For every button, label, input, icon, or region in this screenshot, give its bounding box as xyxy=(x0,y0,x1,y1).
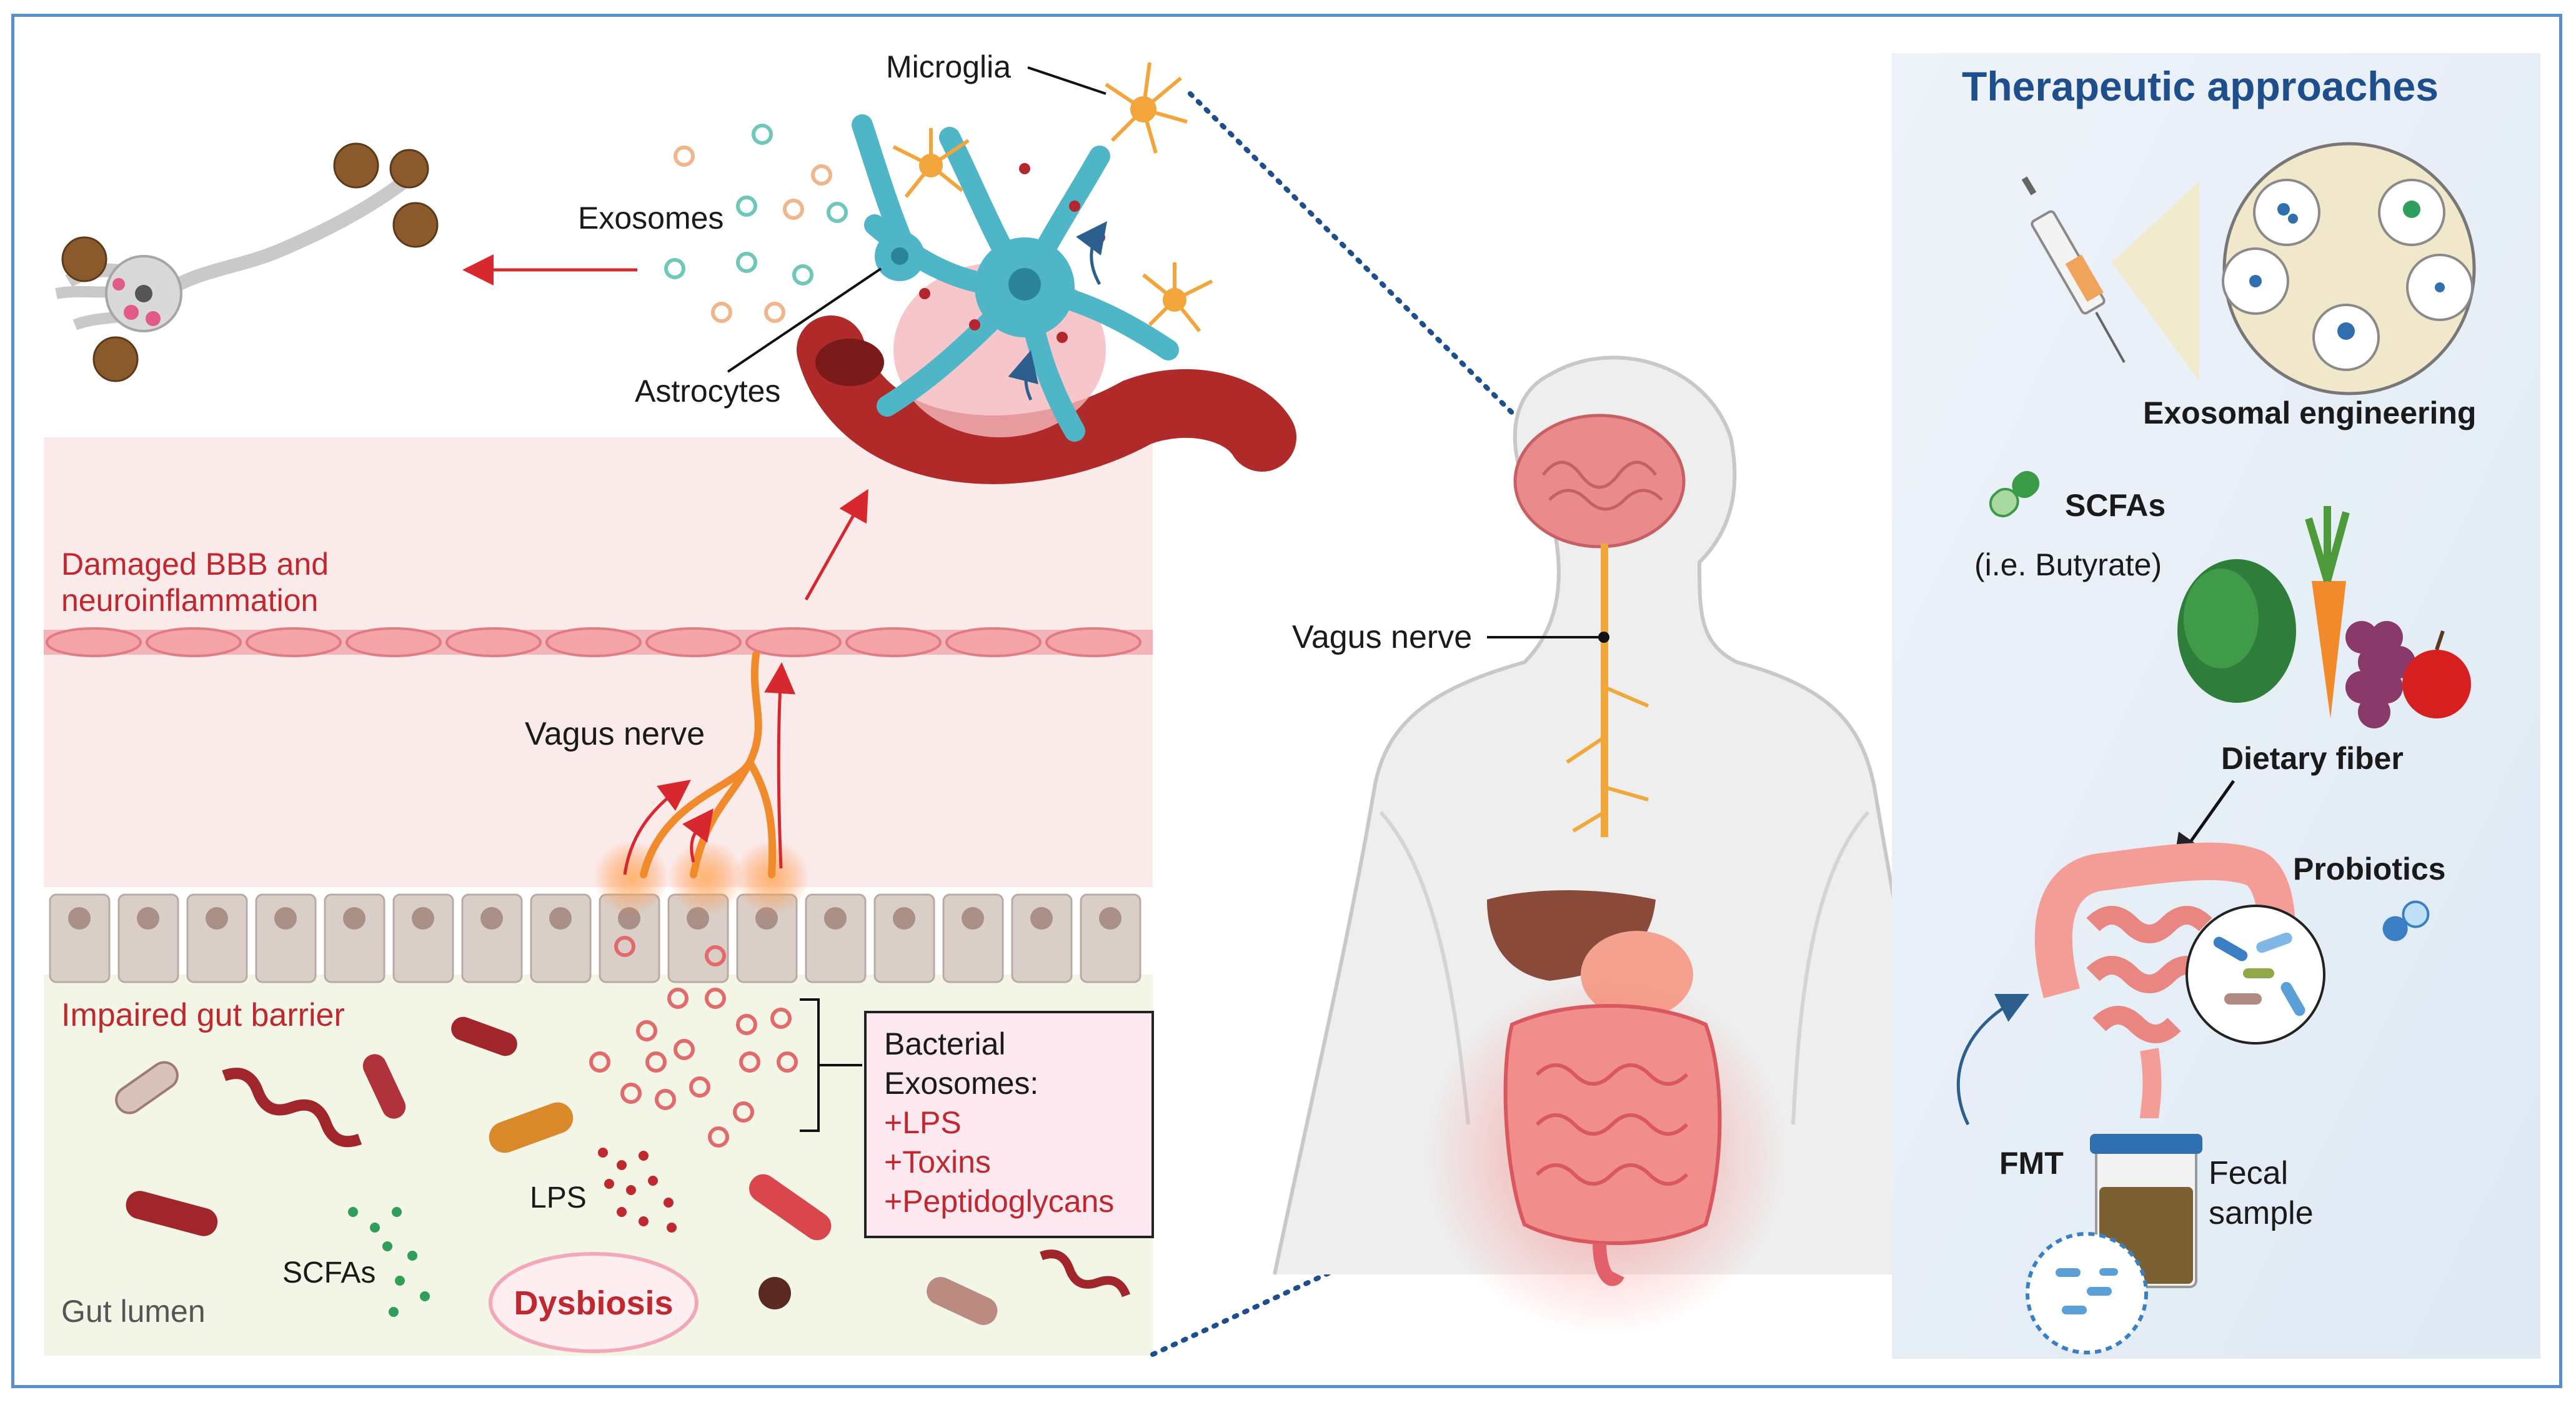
dysbiosis-badge xyxy=(489,1252,699,1353)
fecal-sample-label-2: sample xyxy=(2209,1195,2314,1231)
exosomes-label: Exosomes xyxy=(578,201,724,236)
bacterial-exosomes-title-1: Bacterial xyxy=(884,1026,1006,1061)
endothelial-layer xyxy=(44,627,1153,657)
dietary-fiber-icon xyxy=(2177,506,2471,728)
microglia xyxy=(892,62,1213,332)
probiotic-capsule-icon xyxy=(2382,900,2430,941)
intestinal-epithelium xyxy=(49,893,1141,983)
probiotics-label: Probiotics xyxy=(2293,851,2446,886)
zoom-connectors xyxy=(1150,91,1552,1357)
lps-particles xyxy=(598,1148,677,1233)
dietary-fiber-label: Dietary fiber xyxy=(2221,741,2404,776)
bacterial-exosomes-item: +Toxins xyxy=(884,1144,991,1179)
scfas-example-label: (i.e. Butyrate) xyxy=(1974,547,2162,582)
damaged-neuron xyxy=(55,142,439,382)
gut-lumen-label: Gut lumen xyxy=(61,1294,206,1329)
scfa-capsule-icon xyxy=(1989,470,2040,518)
vagus-nerve-gut-label: Vagus nerve xyxy=(525,716,705,752)
fmt-label: FMT xyxy=(1999,1146,2064,1181)
right-panel xyxy=(1892,53,2540,1359)
bacterial-exosomes-item: +Peptidoglycans xyxy=(884,1184,1115,1219)
left-panel xyxy=(44,62,1296,1356)
figure-frame xyxy=(11,14,2562,1388)
therapeutic-approaches-title: Therapeutic approaches xyxy=(1962,63,2439,109)
scfas-therapy-label: SCFAs xyxy=(2065,488,2166,523)
scfas-gut-label: SCFAs xyxy=(282,1256,376,1289)
lps-label: LPS xyxy=(530,1181,587,1214)
impaired-gut-barrier-label: Impaired gut barrier xyxy=(61,997,345,1033)
astrocytes-label: Astrocytes xyxy=(635,374,781,409)
fecal-sample-label-1: Fecal xyxy=(2209,1155,2289,1191)
brain-exosomes xyxy=(664,124,848,323)
dysbiosis-label: Dysbiosis xyxy=(514,1284,674,1322)
fmt-microbiota-circle xyxy=(2026,1232,2148,1354)
damaged-bbb-label: Damaged BBB and xyxy=(61,547,329,582)
bacterial-exosomes-item: +LPS xyxy=(884,1105,962,1140)
neuroinflammation-label: neuroinflammation xyxy=(61,583,319,618)
bacterial-exosomes-title-2: Exosomes: xyxy=(884,1066,1039,1101)
human-body xyxy=(1273,355,1957,1337)
microglia-leader xyxy=(1027,66,1106,95)
syringe-icon xyxy=(2021,176,2126,363)
astrocytes-leader xyxy=(727,267,882,373)
gut-exosomes xyxy=(589,936,798,1148)
exosome-bracket xyxy=(800,998,862,1132)
exosomal-engineering-label: Exosomal engineering xyxy=(2143,395,2477,430)
gut-bacteria xyxy=(115,1016,1131,1325)
bacterial-exosomes-box xyxy=(864,1011,1154,1238)
bbb-zone xyxy=(44,437,1153,887)
vagus-nerve-body-label: Vagus nerve xyxy=(1292,619,1473,655)
microglia-label: Microglia xyxy=(886,49,1012,84)
scfa-particles xyxy=(348,1207,430,1317)
